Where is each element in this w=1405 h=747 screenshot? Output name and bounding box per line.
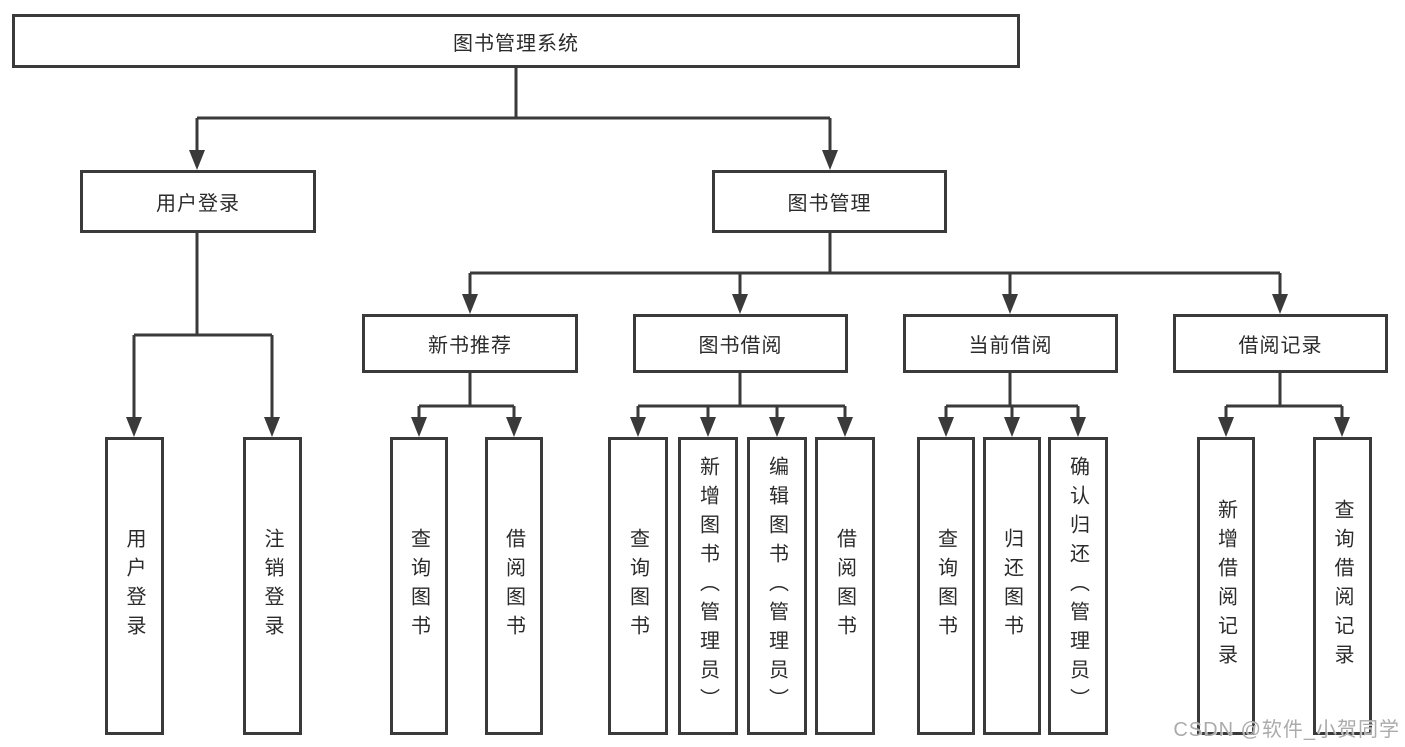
leaf-borrow-books: 借阅图书 [815,437,875,735]
arrowhead [822,150,838,170]
leaf-borrow-query-books: 查询图书 [608,437,668,735]
leaf-add-borrow-record: 新增借阅记录 [1197,437,1255,735]
node-library-system-root: 图书管理系统 [12,14,1020,68]
node-book-management: 图书管理 [712,170,947,233]
arrowhead [732,294,748,314]
node-book-borrow: 图书借阅 [633,314,848,373]
leaf-current-query-books: 查询图书 [917,437,975,735]
arrowhead [630,417,646,437]
arrowhead [1218,417,1234,437]
leaf-recommend-borrow-books: 借阅图书 [485,437,543,735]
leaf-query-borrow-record: 查询借阅记录 [1313,437,1372,735]
arrowhead [1070,417,1086,437]
arrowhead [1334,417,1350,437]
leaf-add-books-admin: 新增图书（管理员） [678,437,738,735]
leaf-recommend-query-books: 查询图书 [390,437,448,735]
arrowhead [1004,417,1020,437]
arrowhead [1272,294,1288,314]
arrowhead [264,417,280,437]
node-borrow-records: 借阅记录 [1173,314,1388,373]
arrowhead [189,150,205,170]
arrowhead [700,417,716,437]
leaf-logout: 注销登录 [243,437,302,735]
arrowhead [411,417,427,437]
node-new-book-recommend: 新书推荐 [362,314,578,373]
leaf-user-login: 用户登录 [105,437,164,735]
arrowhead [1002,294,1018,314]
node-current-borrow: 当前借阅 [903,314,1118,373]
leaf-confirm-return-admin: 确认归还（管理员） [1048,437,1108,735]
arrowhead [938,417,954,437]
arrowhead [769,417,785,437]
leaf-edit-books-admin: 编辑图书（管理员） [747,437,807,735]
arrowhead [126,417,142,437]
arrowhead [506,417,522,437]
arrowhead [837,417,853,437]
arrowhead [462,294,478,314]
leaf-return-books: 归还图书 [983,437,1041,735]
node-user-login: 用户登录 [80,170,316,233]
csdn-watermark: CSDN @软件_小贺同学 [1173,719,1400,741]
